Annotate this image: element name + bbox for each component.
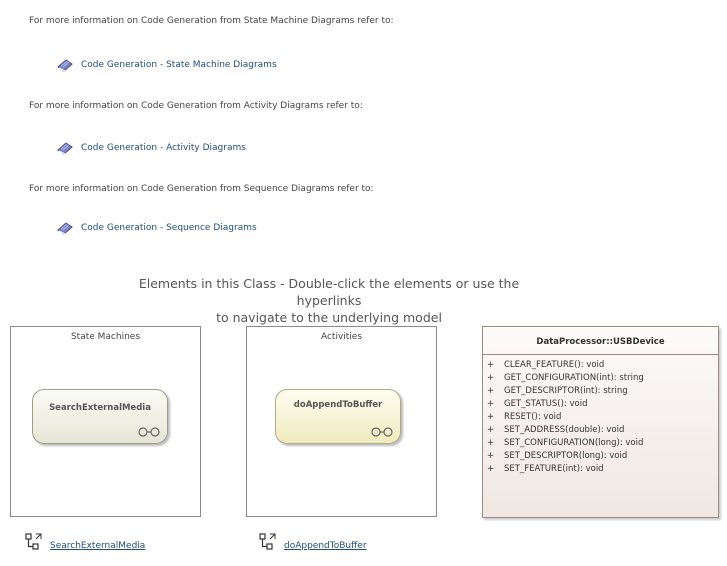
frame-title: State Machines: [70, 332, 141, 342]
help-book-icon: [57, 142, 73, 155]
operation-row: + GET_DESCRIPTOR(int): string: [483, 385, 718, 398]
activity-link-icon: [259, 533, 276, 550]
bottom-link-label[interactable]: SearchExternalMedia: [50, 541, 146, 551]
composite-icon: [371, 427, 393, 437]
info-text-sequence: For more information on Code Generation …: [29, 184, 374, 194]
element-name: doAppendToBuffer: [293, 400, 383, 410]
help-link-state-machine[interactable]: Code Generation - State Machine Diagrams: [57, 58, 277, 72]
bottom-link-label[interactable]: doAppendToBuffer: [284, 541, 367, 551]
info-text-activity: For more information on Code Generation …: [29, 101, 363, 111]
operation-signature: CLEAR_FEATURE(): void: [504, 360, 605, 370]
operation-row: + CLEAR_FEATURE(): void: [483, 359, 718, 372]
heading-line-2: to navigate to the underlying model: [216, 310, 442, 325]
help-link-activity[interactable]: Code Generation - Activity Diagrams: [57, 141, 246, 155]
operation-signature: SET_DESCRIPTOR(long): void: [504, 451, 628, 461]
help-book-icon: [57, 59, 73, 72]
visibility-marker: +: [487, 438, 495, 448]
operation-row: + SET_ADDRESS(double): void: [483, 424, 718, 437]
help-book-icon: [57, 222, 73, 235]
operation-row: + SET_CONFIGURATION(long): void: [483, 437, 718, 450]
operation-row: + SET_FEATURE(int): void: [483, 463, 718, 476]
composite-icon: [138, 427, 160, 437]
operation-signature: GET_STATUS(): void: [504, 399, 588, 409]
help-link-label[interactable]: Code Generation - State Machine Diagrams: [81, 60, 277, 70]
state-machine-link-icon: [25, 533, 42, 550]
operation-signature: GET_CONFIGURATION(int): string: [504, 373, 644, 383]
operation-signature: SET_FEATURE(int): void: [504, 464, 604, 474]
element-name: SearchExternalMedia: [49, 403, 151, 413]
operation-signature: SET_ADDRESS(double): void: [504, 425, 625, 435]
help-link-label[interactable]: Code Generation - Activity Diagrams: [81, 143, 246, 153]
frame-title: Activities: [320, 332, 363, 342]
help-link-label[interactable]: Code Generation - Sequence Diagrams: [81, 223, 257, 233]
visibility-marker: +: [487, 399, 495, 409]
visibility-marker: +: [487, 451, 495, 461]
operation-row: + GET_CONFIGURATION(int): string: [483, 372, 718, 385]
visibility-marker: +: [487, 360, 495, 370]
visibility-marker: +: [487, 464, 495, 474]
activity-element[interactable]: doAppendToBuffer: [275, 389, 401, 444]
bottom-link-state-machine[interactable]: SearchExternalMedia: [25, 533, 145, 551]
bottom-link-activity[interactable]: doAppendToBuffer: [259, 533, 367, 551]
class-element[interactable]: DataProcessor::USBDevice + CLEAR_FEATURE(…: [482, 326, 719, 518]
class-title: DataProcessor::USBDevice: [483, 327, 718, 355]
visibility-marker: +: [487, 373, 495, 383]
visibility-marker: +: [487, 425, 495, 435]
activities-frame: Activities doAppendToBuffer: [246, 326, 437, 517]
elements-heading: Elements in this Class - Double-click th…: [105, 275, 553, 326]
state-machine-element[interactable]: SearchExternalMedia: [32, 389, 168, 444]
visibility-marker: +: [487, 386, 495, 396]
operation-row: + SET_DESCRIPTOR(long): void: [483, 450, 718, 463]
visibility-marker: +: [487, 412, 495, 422]
operation-signature: GET_DESCRIPTOR(int): string: [504, 386, 628, 396]
operation-row: + GET_STATUS(): void: [483, 398, 718, 411]
operations-list: + CLEAR_FEATURE(): void + GET_CONFIGURATIO…: [483, 359, 718, 476]
operation-row: + RESET(): void: [483, 411, 718, 424]
heading-line-1: Elements in this Class - Double-click th…: [138, 276, 520, 308]
help-link-sequence[interactable]: Code Generation - Sequence Diagrams: [57, 221, 257, 235]
operation-signature: SET_CONFIGURATION(long): void: [504, 438, 644, 448]
operation-signature: RESET(): void: [504, 412, 562, 422]
state-machines-frame: State Machines SearchExternalMedia: [10, 326, 201, 517]
info-text-state-machine: For more information on Code Generation …: [29, 16, 394, 26]
